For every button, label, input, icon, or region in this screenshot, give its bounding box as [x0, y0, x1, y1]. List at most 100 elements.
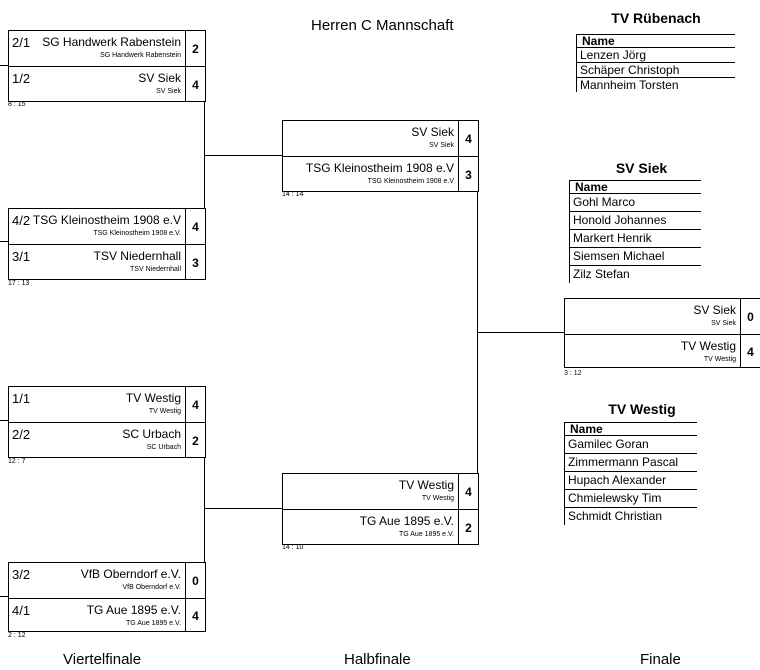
match-result: 8 : 15 — [8, 101, 26, 108]
connector-line — [0, 596, 8, 597]
score: 4 — [185, 387, 205, 422]
player-name: Chmielewsky Tim — [564, 490, 697, 508]
player-name: Gamilec Goran — [564, 436, 697, 454]
team-name: TSG Kleinostheim 1908 e.V — [32, 213, 181, 227]
team-subname: TV Westig — [421, 495, 454, 502]
match-qf1: 2/1 SG Handwerk Rabenstein SG Handwerk R… — [8, 30, 206, 102]
team-name: TV Westig — [125, 391, 181, 405]
team-row: TV Westig TV Westig 4 — [565, 334, 760, 368]
player-name: Schäper Christoph — [576, 63, 735, 78]
team-subname: VfB Oberndorf e.V. — [122, 584, 182, 591]
match-sf1: SV Siek SV Siek 4 TSG Kleinostheim 1908 … — [282, 120, 479, 192]
match-qf4: 3/2 VfB Oberndorf e.V. VfB Oberndorf e.V… — [8, 562, 206, 632]
roster-title-ruebenach: TV Rübenach — [611, 10, 701, 26]
match-result: 12 : 7 — [8, 458, 26, 465]
player-name: Lenzen Jörg — [576, 48, 735, 63]
score: 2 — [185, 31, 205, 66]
team-row: 1/1 TV Westig TV Westig 4 — [9, 387, 205, 422]
match-result: 14 : 14 — [282, 191, 304, 198]
team-subname: TG Aue 1895 e.V. — [398, 531, 454, 538]
score: 4 — [740, 335, 760, 368]
team-subname: TV Westig — [703, 356, 736, 363]
connector-line — [477, 332, 564, 333]
seed-label: 3/2 — [12, 567, 31, 582]
team-subname: TV Westig — [148, 408, 181, 415]
match-qf3: 1/1 TV Westig TV Westig 4 2/2 SC Urbach … — [8, 386, 206, 458]
score: 4 — [185, 209, 205, 244]
stage-label-semifinal: Halbfinale — [344, 651, 411, 668]
score: 3 — [185, 245, 205, 280]
team-name: TSG Kleinostheim 1908 e.V — [305, 161, 454, 175]
page-title: Herren C Mannschaft — [311, 17, 454, 34]
score: 2 — [458, 510, 478, 545]
player-name: Zimmermann Pascal — [564, 454, 697, 472]
team-name: SC Urbach — [122, 427, 181, 441]
team-name: SG Handwerk Rabenstein — [42, 35, 181, 49]
match-sf2: TV Westig TV Westig 4 TG Aue 1895 e.V. T… — [282, 473, 479, 545]
player-name: Gohl Marco — [569, 194, 701, 212]
connector-line — [0, 241, 8, 242]
roster-border — [569, 180, 570, 283]
team-row: SV Siek SV Siek 0 — [565, 299, 760, 334]
seed-label: 4/2 — [12, 213, 31, 228]
roster-title-westig: TV Westig — [608, 401, 676, 417]
seed-label: 3/1 — [12, 249, 31, 264]
player-name: Honold Johannes — [569, 212, 701, 230]
score: 2 — [185, 423, 205, 458]
connector-line — [204, 508, 282, 509]
match-result: 2 : 12 — [8, 632, 26, 639]
connector-line — [0, 65, 8, 66]
score: 4 — [185, 599, 205, 632]
team-row: 2/2 SC Urbach SC Urbach 2 — [9, 422, 205, 458]
team-row: 4/1 TG Aue 1895 e.V. TG Aue 1895 e.V. 4 — [9, 598, 205, 632]
team-subname: SV Siek — [711, 320, 736, 327]
team-row: 2/1 SG Handwerk Rabenstein SG Handwerk R… — [9, 31, 205, 66]
stage-label-final: Finale — [640, 651, 681, 668]
team-name: TSV Niedernhall — [93, 249, 181, 263]
player-name: Schmidt Christian — [568, 509, 663, 523]
team-name: VfB Oberndorf e.V. — [80, 567, 181, 581]
team-row: 4/2 TSG Kleinostheim 1908 e.V TSG Kleino… — [9, 209, 205, 244]
player-name: Siemsen Michael — [569, 248, 701, 266]
seed-label: 2/1 — [12, 35, 31, 50]
team-row: SV Siek SV Siek 4 — [283, 121, 478, 156]
team-name: TG Aue 1895 e.V. — [86, 603, 181, 617]
match-result: 17 : 13 — [8, 280, 30, 287]
team-name: SV Siek — [411, 125, 454, 139]
roster-westig: Name Gamilec Goran Zimmermann Pascal Hup… — [564, 422, 697, 525]
score: 4 — [185, 67, 205, 102]
team-name: TV Westig — [680, 339, 736, 353]
score: 3 — [458, 157, 478, 192]
score: 4 — [458, 121, 478, 156]
team-subname: SV Siek — [429, 142, 454, 149]
team-name: TG Aue 1895 e.V. — [359, 514, 454, 528]
roster-header: Name — [564, 422, 697, 436]
player-name: Markert Henrik — [569, 230, 701, 248]
team-row: 3/2 VfB Oberndorf e.V. VfB Oberndorf e.V… — [9, 563, 205, 598]
roster-header: Name — [576, 34, 735, 48]
connector-line — [0, 420, 8, 421]
team-name: SV Siek — [693, 303, 736, 317]
team-name: SV Siek — [138, 71, 181, 85]
roster-siek: Name Gohl Marco Honold Johannes Markert … — [569, 180, 701, 283]
roster-title-siek: SV Siek — [615, 160, 668, 176]
team-subname: TSG Kleinostheim 1908 e.V. — [93, 230, 181, 237]
player-name: Zilz Stefan — [573, 267, 630, 281]
roster-ruebenach: Name Lenzen Jörg Schäper Christoph Mannh… — [576, 34, 735, 92]
team-row: TV Westig TV Westig 4 — [283, 474, 478, 509]
connector-line — [204, 421, 205, 597]
roster-border — [564, 422, 565, 525]
player-name: Hupach Alexander — [564, 472, 697, 490]
match-result: 3 : 12 — [564, 370, 582, 377]
team-name: TV Westig — [398, 478, 454, 492]
score: 4 — [458, 474, 478, 509]
match-result: 14 : 10 — [282, 544, 304, 551]
team-row: TSG Kleinostheim 1908 e.V TSG Kleinosthe… — [283, 156, 478, 192]
team-subname: SV Siek — [156, 88, 181, 95]
team-row: TG Aue 1895 e.V. TG Aue 1895 e.V. 2 — [283, 509, 478, 545]
team-subname: SC Urbach — [146, 444, 181, 451]
team-row: 3/1 TSV Niedernhall TSV Niedernhall 3 — [9, 244, 205, 280]
connector-line — [204, 65, 205, 242]
seed-label: 2/2 — [12, 427, 31, 442]
team-subname: TSV Niedernhall — [130, 266, 181, 273]
